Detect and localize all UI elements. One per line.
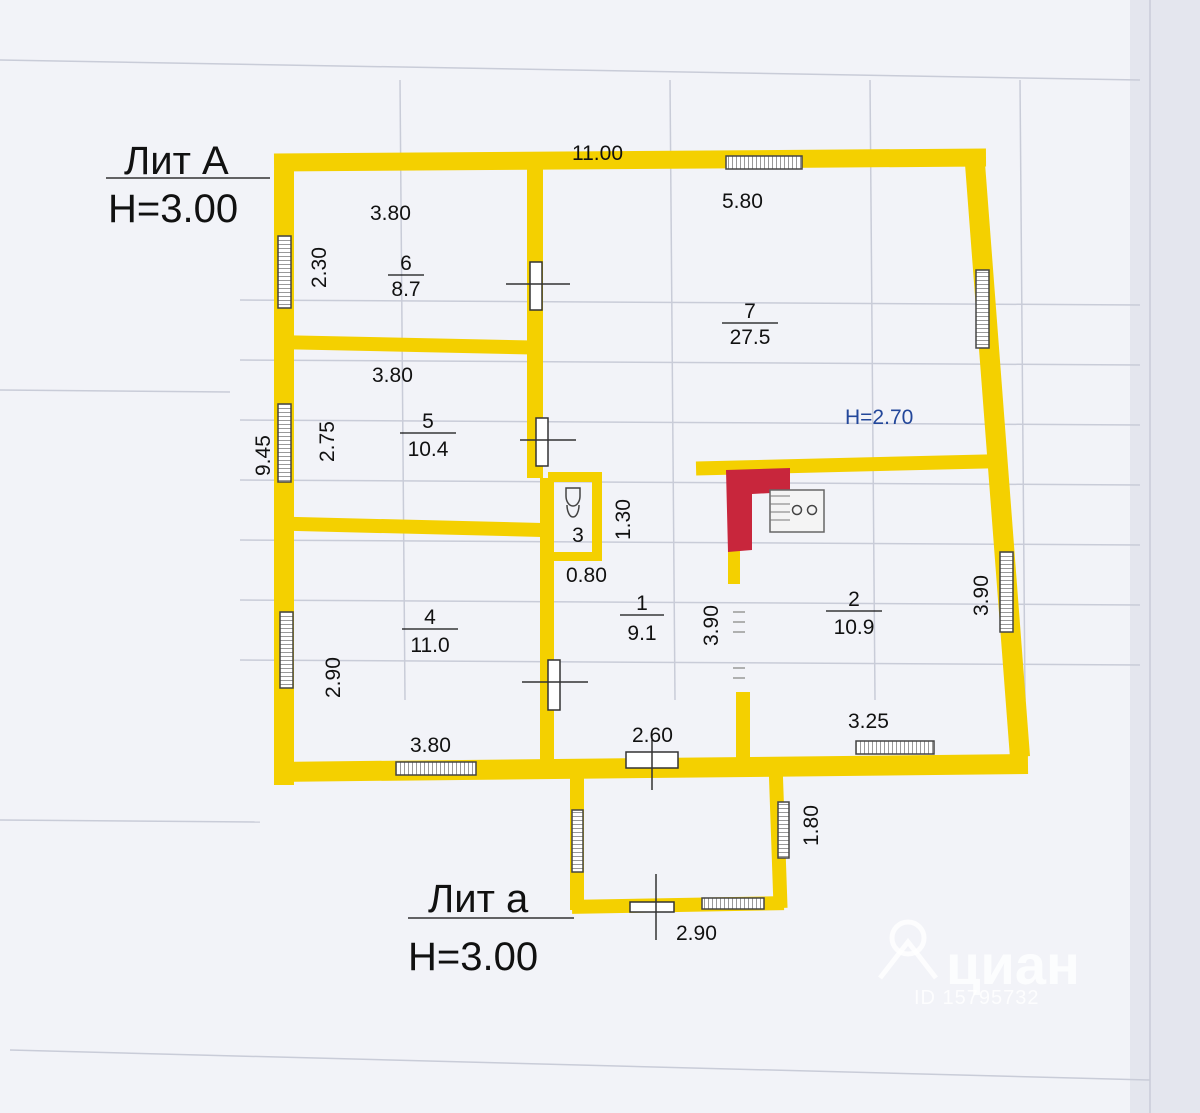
dim-room6-width: 3.80	[370, 202, 411, 225]
dim-room5-width: 3.80	[372, 364, 413, 387]
dim-room4-depth: 2.90	[322, 657, 345, 698]
room-7-number: 7	[744, 300, 756, 323]
window-porch-left	[571, 809, 584, 873]
room-5-area: 10.4	[408, 438, 449, 461]
stove	[726, 468, 825, 552]
stove-body	[726, 468, 790, 552]
room-4-number: 4	[424, 606, 436, 629]
window-room6	[277, 235, 292, 309]
toilet	[565, 487, 581, 518]
window-room2-bottom	[855, 740, 935, 755]
room-3-number: 3	[572, 524, 584, 547]
room-2-area: 10.9	[834, 616, 875, 639]
window-room2-right	[999, 551, 1014, 633]
door-room6	[529, 261, 543, 311]
wall-bath-right	[592, 472, 602, 560]
lit-main-label: Лит А	[124, 139, 229, 183]
dim-room2-width: 3.25	[848, 710, 889, 733]
window-room7-right	[975, 269, 990, 349]
watermark-id: ID 15795732	[914, 987, 1040, 1009]
watermark-brand: циан	[946, 933, 1080, 996]
paper-right-shade	[1130, 0, 1200, 1113]
wall-partition-left	[527, 168, 543, 478]
lit-main-height: H=3.00	[108, 187, 238, 231]
dim-room6-depth: 2.30	[308, 247, 331, 288]
wall-divider-lower	[736, 692, 750, 762]
room-4-tag: 4 11.0	[402, 606, 458, 657]
room-2-number: 2	[848, 588, 860, 611]
window-porch-bottom	[701, 897, 765, 910]
windows	[277, 155, 1014, 910]
dim-top-total: 11.00	[572, 142, 623, 165]
dim-bath-depth: 1.30	[612, 499, 635, 540]
door-porch	[629, 901, 675, 913]
lit-porch-label: Лит а	[428, 877, 529, 921]
room-2-tag: 2 10.9	[826, 588, 882, 639]
wall-top	[273, 148, 987, 172]
room-6-area: 8.7	[391, 278, 420, 301]
room-5-tag: 5 10.4	[400, 410, 456, 461]
stove-top	[769, 489, 825, 533]
room-1-area: 9.1	[627, 622, 656, 645]
burner-2	[806, 504, 818, 516]
wall-corridor-left	[540, 478, 554, 768]
wall-6-5	[291, 335, 539, 355]
room-7-tag: 7 27.5	[722, 300, 778, 349]
door-room5	[535, 417, 549, 467]
cian-watermark: циан ID 15795732	[878, 919, 1080, 1009]
wall-bath-top	[548, 472, 600, 482]
room-5-number: 5	[422, 410, 434, 433]
wall-5-4	[291, 516, 548, 538]
room-1-number: 1	[636, 592, 648, 615]
dim-corridor-width: 2.60	[632, 724, 673, 747]
dim-bath-width: 0.80	[566, 564, 607, 587]
window-top-right	[725, 155, 803, 170]
room-1-tag: 1 9.1	[620, 592, 664, 645]
room-4-area: 11.0	[410, 634, 449, 657]
room-7-area: 27.5	[730, 326, 771, 349]
dim-right-depth: 3.90	[970, 575, 993, 616]
room-6-tag: 6 8.7	[388, 252, 424, 301]
window-room5	[277, 403, 292, 483]
room7-height: H=2.70	[845, 406, 913, 429]
room-6-number: 6	[400, 252, 412, 275]
dim-left-total: 9.45	[252, 435, 275, 476]
dim-room5-depth: 2.75	[316, 421, 339, 462]
dim-porch-depth: 1.80	[800, 805, 823, 846]
wall-bath-bottom	[548, 552, 602, 561]
dim-room4-width: 3.80	[410, 734, 451, 757]
window-porch-right	[777, 801, 790, 859]
dim-porch-width: 2.90	[676, 922, 717, 945]
stair-marks	[733, 611, 745, 679]
door-room4	[547, 659, 561, 711]
burner-1	[791, 504, 803, 516]
room-3-tag: 3	[572, 524, 584, 547]
dim-top-right: 5.80	[722, 190, 763, 213]
window-room4	[279, 611, 294, 689]
background-form-lines	[0, 0, 1151, 1113]
window-room4-bottom	[395, 761, 477, 776]
doors	[506, 261, 679, 940]
location-pin-icon	[878, 919, 938, 980]
lit-porch-height: H=3.00	[408, 935, 538, 979]
dim-corridor-depth: 3.90	[700, 605, 723, 646]
